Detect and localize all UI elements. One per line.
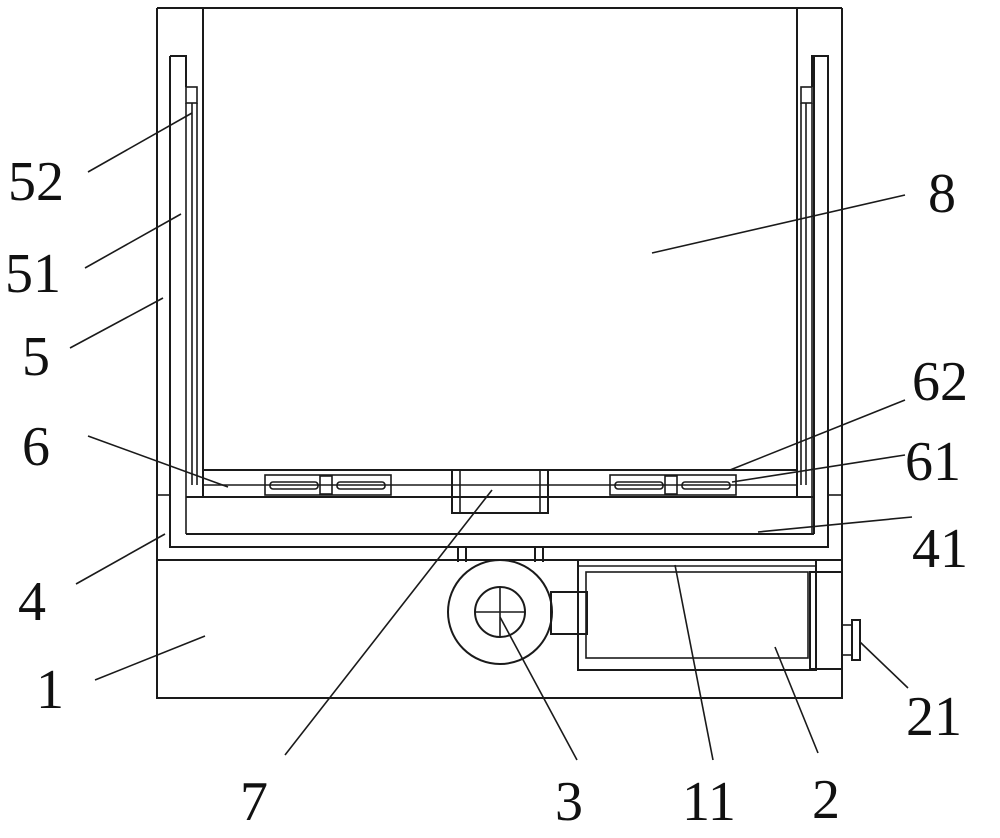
inner-chamber-part-8 [202, 8, 798, 470]
leader-lines [69, 112, 913, 761]
wheel-part-3 [447, 559, 588, 665]
label-62: 62 [912, 351, 968, 413]
label-1: 1 [36, 659, 64, 721]
label-5: 5 [22, 326, 50, 388]
part-labels: 52 51 5 6 4 1 7 3 11 2 21 41 61 62 8 [5, 151, 968, 833]
right-rail [800, 55, 828, 534]
label-8: 8 [928, 163, 956, 225]
slot-right-part-61 [609, 474, 737, 496]
outer-frame-part-4 [156, 7, 843, 560]
drawer-part-2 [577, 559, 861, 671]
slot-left [264, 474, 392, 496]
label-41: 41 [912, 518, 968, 580]
label-52: 52 [8, 151, 64, 213]
label-21: 21 [906, 686, 962, 748]
label-3: 3 [555, 771, 583, 833]
tray-part-6 [202, 469, 798, 498]
label-51: 51 [5, 243, 61, 305]
carriage-part-41 [186, 496, 814, 535]
label-6: 6 [22, 416, 50, 478]
label-7: 7 [240, 771, 268, 833]
label-2: 2 [812, 769, 840, 831]
connector-part-7 [451, 469, 549, 562]
label-4: 4 [18, 571, 46, 633]
label-11: 11 [682, 771, 736, 833]
label-61: 61 [905, 431, 961, 493]
left-rail-part-5 [169, 55, 829, 548]
